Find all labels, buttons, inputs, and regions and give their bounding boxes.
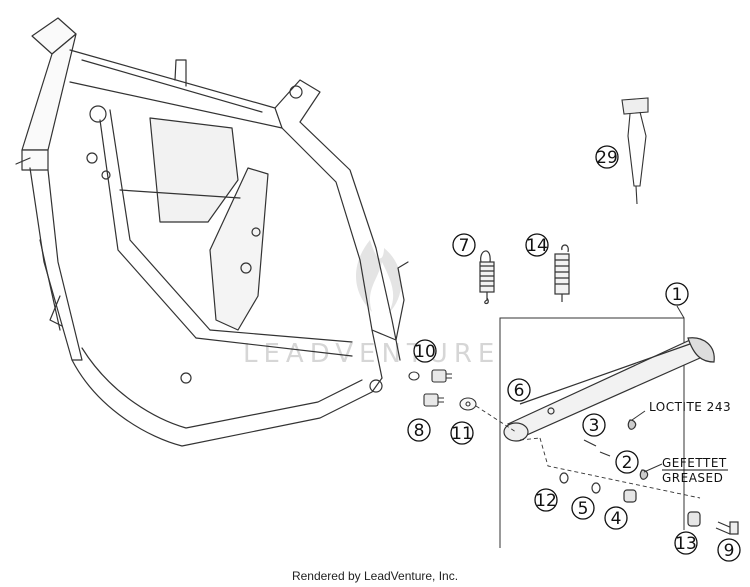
callout-3-label: 3 bbox=[589, 416, 600, 436]
callout-7-label: 7 bbox=[459, 236, 470, 256]
springs-drawing bbox=[479, 244, 570, 305]
fasteners-left-drawing bbox=[408, 369, 477, 411]
callout-13[interactable]: 13 bbox=[674, 531, 698, 555]
callout-4-label: 4 bbox=[611, 509, 622, 529]
callout-9[interactable]: 9 bbox=[717, 538, 741, 562]
callout-1-label: 1 bbox=[672, 285, 683, 305]
callout-1[interactable]: 1 bbox=[665, 282, 689, 306]
callout-10[interactable]: 10 bbox=[413, 339, 437, 363]
watermark-flame-icon bbox=[356, 240, 402, 314]
callout-8-label: 8 bbox=[414, 421, 425, 441]
callout-14-label: 14 bbox=[526, 236, 548, 256]
callout-9-label: 9 bbox=[724, 541, 735, 561]
callout-12-label: 12 bbox=[535, 491, 557, 511]
note-gefettet: GEFETTET bbox=[662, 456, 727, 470]
callout-29-label: 29 bbox=[596, 148, 618, 168]
callout-11[interactable]: 11 bbox=[450, 421, 474, 445]
callout-8[interactable]: 8 bbox=[407, 418, 431, 442]
callout-29[interactable]: 29 bbox=[595, 145, 619, 169]
callout-2-label: 2 bbox=[622, 453, 633, 473]
callouts: 29 7 14 1 10 6 3 8 bbox=[407, 145, 741, 562]
watermark-text: LEADVENTURE bbox=[243, 339, 500, 369]
callout-5[interactable]: 5 bbox=[571, 496, 595, 520]
callout-7[interactable]: 7 bbox=[452, 233, 476, 257]
side-stand-drawing bbox=[475, 317, 739, 548]
note-loctite: LOCTITE 243 bbox=[649, 400, 731, 414]
callout-5-label: 5 bbox=[578, 499, 589, 519]
callout-12[interactable]: 12 bbox=[534, 488, 558, 512]
callout-11-label: 11 bbox=[451, 424, 473, 444]
frame-drawing bbox=[15, 17, 409, 447]
callout-4[interactable]: 4 bbox=[604, 506, 628, 530]
callout-6[interactable]: 6 bbox=[507, 378, 531, 402]
callout-13-label: 13 bbox=[675, 534, 697, 554]
callout-10-label: 10 bbox=[414, 342, 436, 362]
credit-line: Rendered by LeadVenture, Inc. bbox=[291, 569, 459, 583]
note-greased: GREASED bbox=[662, 471, 723, 485]
callout-6-label: 6 bbox=[514, 381, 525, 401]
callout-14[interactable]: 14 bbox=[525, 233, 549, 257]
leader-lines bbox=[631, 305, 685, 473]
callout-3[interactable]: 3 bbox=[582, 413, 606, 437]
callout-2[interactable]: 2 bbox=[615, 450, 639, 474]
notes: LOCTITE 243 GEFETTET GREASED bbox=[649, 400, 731, 485]
watermark: LEADVENTURE bbox=[243, 240, 500, 369]
part-29-drawing bbox=[621, 97, 649, 205]
